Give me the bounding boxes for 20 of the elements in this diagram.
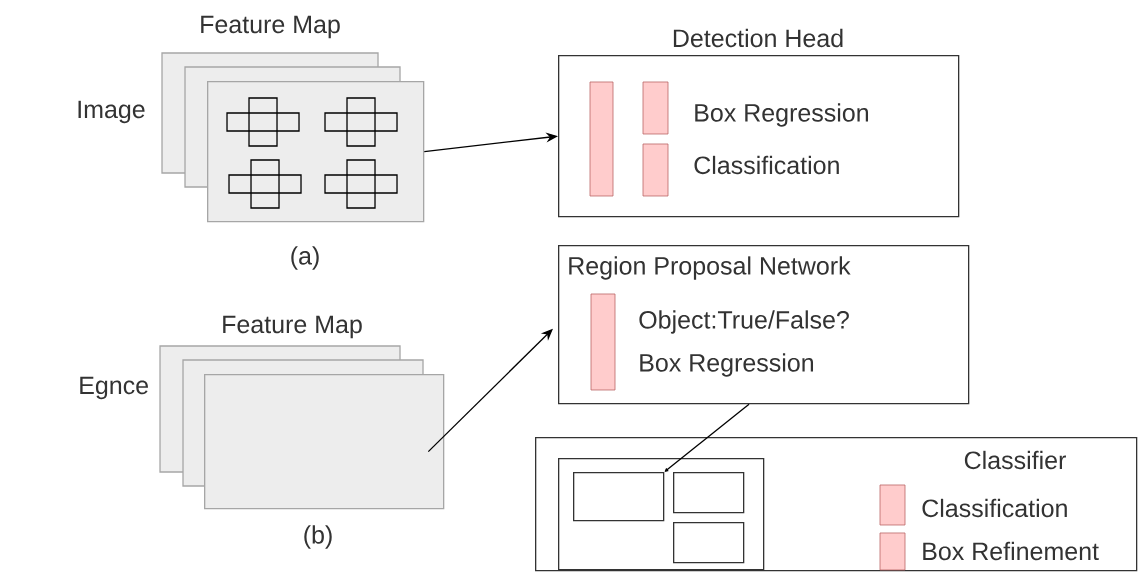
stack-title: Feature Map <box>201 15 340 39</box>
region-box <box>558 458 765 571</box>
output-label: Object:True/False? <box>639 310 849 334</box>
output-label: Box Regression <box>695 103 868 127</box>
input-label: Egnce <box>80 376 148 400</box>
module-title: Detection Head <box>673 28 843 48</box>
region-box <box>673 472 745 514</box>
output-label: Box Regression <box>640 353 813 377</box>
arrow <box>664 403 750 472</box>
module-title: Region Proposal Network <box>569 256 851 280</box>
output-label: Classification <box>694 155 839 175</box>
stack-title: Feature Map <box>223 315 362 339</box>
module-title: Classifier <box>964 450 1066 470</box>
output-label: Box Refinement <box>923 541 1099 561</box>
input-label: Image <box>78 100 145 124</box>
subfigure-caption: (b) <box>304 525 332 549</box>
region-box <box>673 522 745 564</box>
output-label: Classification <box>922 498 1067 518</box>
region-box <box>573 472 665 522</box>
subfigure-caption: (a) <box>291 246 319 270</box>
